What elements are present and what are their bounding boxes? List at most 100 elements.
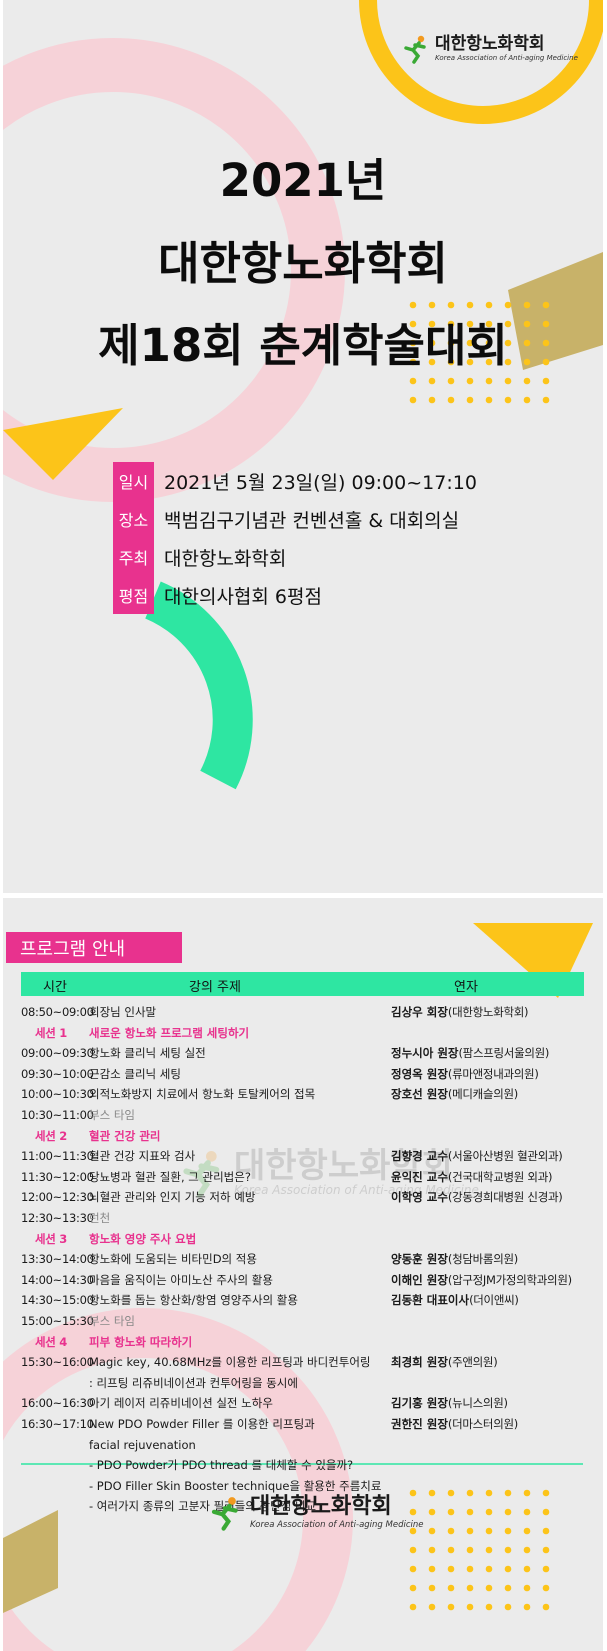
yellow-dot bbox=[542, 1584, 550, 1592]
row-topic: 근감소 클리닉 세팅 bbox=[89, 1066, 181, 1081]
row-time: 11:00~11:30 bbox=[21, 1149, 94, 1164]
row-affiliation: (류마앤정내과의원) bbox=[447, 1066, 539, 1081]
row-affiliation: (청담바롬의원) bbox=[447, 1252, 518, 1267]
yellow-dot bbox=[504, 358, 512, 366]
yellow-dot bbox=[447, 1508, 455, 1516]
yellow-dot bbox=[542, 1527, 550, 1535]
yellow-dot bbox=[409, 1546, 417, 1554]
yellow-dot bbox=[523, 1546, 531, 1554]
yellow-dot bbox=[542, 396, 550, 404]
row-affiliation: (더마스터의원) bbox=[447, 1417, 518, 1431]
row-topic: : 리프팅 리쥬비네이션과 컨투어링을 동시에 bbox=[89, 1375, 298, 1390]
yellow-dot bbox=[485, 1584, 493, 1592]
poster-panel: 대한항노화학회 Korea Association of Anti-aging … bbox=[3, 0, 603, 893]
col-header-time: 시간 bbox=[43, 980, 67, 995]
row-topic: 새로운 항노화 프로그램 세팅하기 bbox=[89, 1025, 250, 1040]
yellow-dot bbox=[542, 1603, 550, 1611]
runner-logo-icon bbox=[211, 1497, 238, 1531]
row-time: 세션 3 bbox=[35, 1231, 67, 1246]
yellow-dot bbox=[523, 320, 531, 328]
yellow-dot bbox=[447, 1527, 455, 1535]
yellow-dot bbox=[466, 1546, 474, 1554]
info-label: 주최 bbox=[113, 538, 154, 576]
program-row: facial rejuvenation bbox=[21, 1435, 591, 1456]
yellow-dot bbox=[409, 339, 417, 347]
yellow-dot bbox=[428, 358, 436, 366]
program-row: - PDO Powder가 PDO thread 를 대체할 수 있을까? bbox=[21, 1455, 591, 1476]
row-speaker: 이해인 원장 bbox=[391, 1272, 448, 1287]
row-topic: 혈관 건강 지표와 검사 bbox=[89, 1149, 196, 1164]
row-affiliation: (압구정JM가정의학과의원) bbox=[447, 1272, 572, 1287]
row-topic: 부스 타임 bbox=[89, 1314, 135, 1328]
yellow-dot bbox=[409, 1489, 417, 1497]
row-speaker: 최경희 원장 bbox=[391, 1355, 448, 1370]
row-speaker-cell: 정영옥 원장(류마앤정내과의원) bbox=[391, 1064, 539, 1085]
program-panel: 대한항노화학회 Korea Association of Anti-aging … bbox=[3, 898, 603, 1651]
yellow-dot bbox=[504, 1603, 512, 1611]
yellow-dot bbox=[523, 1508, 531, 1516]
row-time: 세션 1 bbox=[35, 1025, 67, 1040]
row-time: 09:00~09:30 bbox=[21, 1046, 94, 1061]
row-time: 10:30~11:00 bbox=[21, 1108, 94, 1122]
yellow-dot bbox=[409, 1508, 417, 1516]
yellow-dot-grid bbox=[409, 301, 550, 404]
yellow-dot bbox=[428, 1546, 436, 1554]
yellow-dot bbox=[485, 339, 493, 347]
info-label: 일시 bbox=[113, 462, 154, 500]
olive-parallelogram-shape bbox=[3, 1510, 58, 1613]
row-topic: - PDO Powder가 PDO thread 를 대체할 수 있을까? bbox=[89, 1458, 354, 1473]
watermark-logo: 대한항노화학회 Korea Association of Anti-aging … bbox=[178, 1148, 479, 1198]
yellow-dot bbox=[504, 1546, 512, 1554]
row-speaker-cell: 김기홍 원장(뉴니스의원) bbox=[391, 1393, 508, 1414]
row-speaker: 김상우 회장 bbox=[391, 1005, 448, 1019]
pink-ring-shape bbox=[3, 1308, 353, 1651]
watermark-name-en: Korea Association of Anti-aging Medicine bbox=[234, 1183, 479, 1197]
row-speaker: 정누시아 원장 bbox=[391, 1046, 459, 1061]
title-society: 대한항노화학회 bbox=[158, 237, 448, 290]
row-time: 10:00~10:30 bbox=[21, 1087, 94, 1102]
yellow-dot bbox=[485, 358, 493, 366]
yellow-dot bbox=[428, 1508, 436, 1516]
program-table-header: 시간 강의 주제 연자 bbox=[21, 972, 584, 996]
yellow-dot bbox=[504, 320, 512, 328]
info-row-credit: 평점 대한의사협회 6평점 bbox=[113, 576, 322, 614]
row-speaker: 양동훈 원장 bbox=[391, 1252, 448, 1267]
row-time: 14:00~14:30 bbox=[21, 1272, 94, 1287]
yellow-dot bbox=[428, 1527, 436, 1535]
yellow-dot bbox=[447, 1603, 455, 1611]
yellow-dot bbox=[447, 339, 455, 347]
yellow-dot bbox=[409, 1603, 417, 1611]
footer-logo: 대한항노화학회 Korea Association of Anti-aging … bbox=[208, 1495, 424, 1531]
row-speaker-cell: 양동훈 원장(청담바롬의원) bbox=[391, 1249, 518, 1270]
row-topic: 런천 bbox=[89, 1211, 111, 1225]
yellow-dot bbox=[428, 377, 436, 385]
yellow-dot bbox=[466, 1603, 474, 1611]
yellow-dot bbox=[485, 396, 493, 404]
yellow-dot bbox=[466, 320, 474, 328]
yellow-dot bbox=[485, 1508, 493, 1516]
yellow-dot bbox=[485, 377, 493, 385]
yellow-dot bbox=[466, 1508, 474, 1516]
row-topic: - PDO Filler Skin Booster technique을 활용한… bbox=[89, 1478, 382, 1493]
yellow-dot bbox=[504, 1508, 512, 1516]
row-time: 16:30~17:10 bbox=[21, 1417, 94, 1431]
yellow-dot bbox=[523, 377, 531, 385]
yellow-dot bbox=[542, 339, 550, 347]
watermark-name-ko: 대한항노화학회 bbox=[234, 1146, 453, 1186]
yellow-dot bbox=[523, 1489, 531, 1497]
yellow-dot bbox=[428, 1603, 436, 1611]
row-speaker-cell: 윤익진 교수(건국대학교병원 외과) bbox=[391, 1167, 552, 1188]
yellow-dot bbox=[542, 377, 550, 385]
